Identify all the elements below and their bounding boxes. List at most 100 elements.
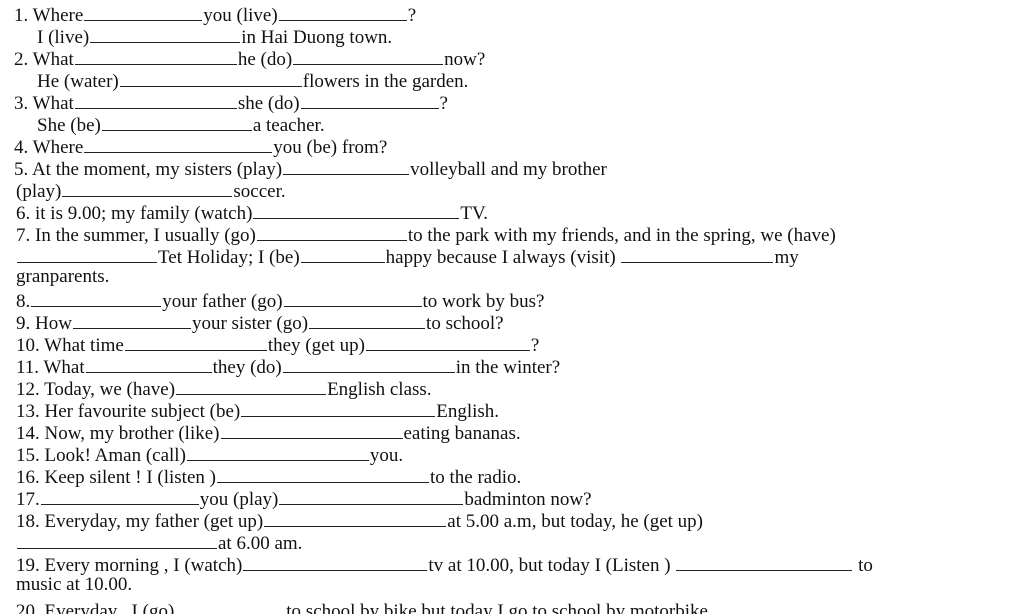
exercise-line-13: 13. Her favourite subject (be)English. (16, 398, 499, 422)
line-text: He (water) (37, 71, 119, 92)
exercise-line-15: 15. Look! Aman (call)you. (16, 442, 404, 466)
line-text: 4. Where (14, 137, 84, 158)
answer-blank[interactable] (119, 68, 302, 87)
line-text: music at 10.00. (16, 574, 133, 595)
line-text: 11. What (16, 357, 85, 378)
line-text: tv at 10.00, but today I (Listen ) (428, 555, 671, 576)
exercise-line-19: 19. Every morning , I (watch) tv at 10.00… (16, 552, 873, 576)
line-text: 9. How (16, 313, 72, 334)
exercise-line-17: 17.you (play)badminton now? (16, 486, 592, 510)
line-text: to school? (426, 313, 504, 334)
answer-blank[interactable] (278, 2, 407, 21)
line-text: they (do) (212, 357, 282, 378)
answer-blank[interactable] (256, 222, 407, 241)
line-text: 2. What (14, 49, 74, 70)
line-text: to (858, 555, 873, 576)
answer-blank[interactable] (72, 310, 191, 329)
answer-blank[interactable] (300, 244, 385, 263)
line-text: my (774, 247, 799, 268)
exercise-line-16: 16. Keep silent ! I (listen ) to the radi… (16, 464, 522, 488)
answer-blank[interactable] (621, 244, 774, 263)
answer-blank[interactable] (243, 552, 428, 571)
line-text: happy because I always (visit) (385, 247, 616, 268)
answer-blank[interactable] (186, 442, 369, 461)
line-text: 12. Today, we (have) (16, 379, 176, 400)
answer-blank[interactable] (264, 508, 447, 527)
exercise-line-5: 5. At the moment, my sisters (play) volle… (14, 156, 607, 180)
answer-blank[interactable] (17, 244, 157, 263)
line-text: 20. Everyday , I (go) (16, 602, 175, 614)
exercise-line-7: 7. In the summer, I usually (go) to the p… (16, 222, 836, 246)
exercise-line-10: 10. What time they (get up)? (16, 332, 540, 356)
line-text: 19. Every morning , I (watch) (16, 555, 243, 576)
answer-blank[interactable] (101, 112, 252, 131)
line-text: ? (439, 93, 448, 114)
line-text: English class. (327, 379, 432, 400)
line-text: 3. What (14, 93, 74, 114)
line-text: 17. (16, 489, 40, 510)
exercise-line-8: 8.your father (go)to work by bus? (16, 288, 544, 312)
line-text: at 6.00 am. (218, 533, 303, 554)
answer-blank[interactable] (293, 46, 444, 65)
line-text: to school by bike but today I go to scho… (286, 602, 713, 614)
answer-blank[interactable] (216, 464, 429, 483)
exercise-line-7-cont: Tet Holiday; I (be)happy because I alway… (16, 244, 799, 268)
answer-blank[interactable] (31, 288, 162, 307)
line-text: you. (369, 445, 404, 466)
answer-blank[interactable] (175, 602, 285, 614)
exercise-line-3: 3. What she (do)? (14, 90, 448, 114)
answer-blank[interactable] (282, 354, 455, 373)
answer-blank[interactable] (253, 200, 460, 219)
exercise-line-20-cut: 20. Everyday , I (go) to school by bike b… (0, 602, 1024, 614)
line-text: volleyball and my brother (410, 159, 607, 180)
answer-blank[interactable] (220, 420, 403, 439)
line-text: 5. At the moment, my sisters (play) (14, 159, 283, 180)
answer-blank[interactable] (62, 178, 233, 197)
exercise-line-12: 12. Today, we (have) English class. (16, 376, 432, 400)
line-text: 10. What time (16, 335, 124, 356)
line-text: a teacher. (252, 115, 325, 136)
answer-blank[interactable] (84, 2, 203, 21)
line-text: She (be) (37, 115, 101, 136)
answer-blank[interactable] (85, 354, 212, 373)
exercise-line-18-cont: at 6.00 am. (16, 530, 303, 554)
answer-blank[interactable] (17, 530, 217, 549)
exercise-line-14: 14. Now, my brother (like)eating bananas… (16, 420, 521, 444)
answer-blank[interactable] (283, 156, 410, 175)
line-text: 8. (16, 291, 31, 312)
answer-blank[interactable] (283, 288, 422, 307)
answer-blank[interactable] (40, 486, 199, 505)
answer-blank[interactable] (279, 486, 464, 505)
line-text: you (live) (203, 5, 278, 26)
line-text: she (do) (237, 93, 300, 114)
answer-blank[interactable] (309, 310, 426, 329)
answer-blank[interactable] (74, 46, 237, 65)
exercise-line-7-end: granparents. (16, 266, 109, 288)
line-text: 7. In the summer, I usually (go) (16, 225, 256, 246)
answer-blank[interactable] (124, 332, 267, 351)
exercise-line-3-answer: She (be) a teacher. (37, 112, 325, 136)
answer-blank[interactable] (90, 24, 241, 43)
answer-blank[interactable] (74, 90, 237, 109)
answer-blank[interactable] (241, 398, 436, 417)
line-text: 16. Keep silent ! I (listen ) (16, 467, 216, 488)
line-text: 13. Her favourite subject (be) (16, 401, 241, 422)
answer-blank[interactable] (84, 134, 273, 153)
line-text: ? (530, 335, 540, 356)
exercise-line-2-answer: He (water)flowers in the garden. (37, 68, 468, 92)
answer-blank[interactable] (676, 552, 853, 571)
line-text: to the radio. (429, 467, 522, 488)
answer-blank[interactable] (365, 332, 530, 351)
line-text: they (get up) (267, 335, 365, 356)
line-text: 1. Where (14, 5, 84, 26)
line-text: he (do) (237, 49, 293, 70)
line-text: at 5.00 a.m, but today, he (get up) (447, 511, 703, 532)
line-text: 18. Everyday, my father (get up) (16, 511, 264, 532)
line-text: soccer. (233, 181, 286, 202)
line-text: to the park with my friends, and in the … (407, 225, 836, 246)
answer-blank[interactable] (176, 376, 327, 395)
answer-blank[interactable] (300, 90, 439, 109)
